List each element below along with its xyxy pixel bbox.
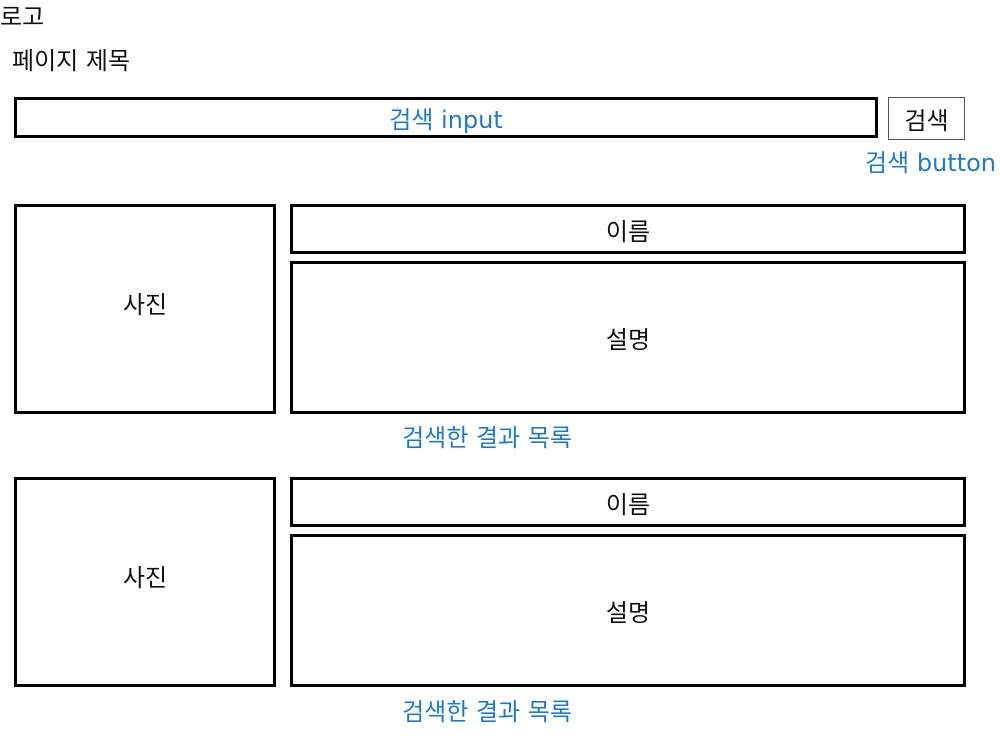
page-title: 페이지 제목 [12,47,131,75]
result-name: 이름 [290,477,966,527]
result-list-annotation: 검색한 결과 목록 [402,698,572,726]
search-result-item[interactable]: 사진 이름 설명 [14,477,966,687]
result-description: 설명 [290,534,966,687]
search-button[interactable]: 검색 [888,97,965,140]
result-name: 이름 [290,204,966,254]
search-result-item[interactable]: 사진 이름 설명 [14,204,966,414]
search-input[interactable] [14,97,878,138]
result-list-annotation: 검색한 결과 목록 [402,424,572,452]
result-photo: 사진 [14,477,276,687]
logo: 로고 [0,3,45,31]
search-button-annotation: 검색 button [865,149,996,177]
result-description: 설명 [290,261,966,414]
result-photo: 사진 [14,204,276,414]
